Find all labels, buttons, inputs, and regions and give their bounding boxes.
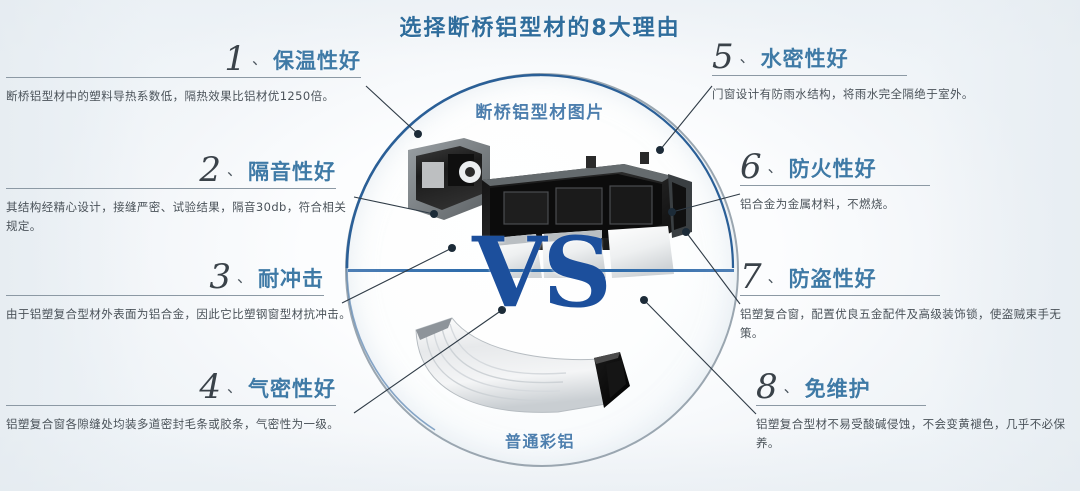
reason-heading-8: 8 、 免维护 <box>756 367 926 407</box>
reason-number-2: 2 <box>199 150 221 190</box>
reason-item-5: 5 、 水密性好 门窗设计有防雨水结构，将雨水完全隔绝于室外。 <box>712 37 1074 104</box>
reason-desc-4: 铝塑复合窗各隙缝处均装多道密封毛条或胶条，气密性为一级。 <box>6 417 340 431</box>
reason-desc-6: 铝合金为金属材料，不燃烧。 <box>740 197 895 211</box>
reason-desc-8: 铝塑复合型材不易受酸碱侵蚀，不会变黄褪色，几乎不必保养。 <box>756 417 1066 450</box>
reason-heading-7: 7 、 防盗性好 <box>740 257 940 297</box>
reason-desc-2: 其结构经精心设计，接缝严密、试验结果，隔音30db，符合相关规定。 <box>6 200 347 233</box>
reason-item-2: 2 、 隔音性好 其结构经精心设计，接缝严密、试验结果，隔音30db，符合相关规… <box>6 150 354 236</box>
reason-title-5: 水密性好 <box>760 47 849 71</box>
reason-number-4: 4 <box>199 367 221 407</box>
reason-heading-2: 2 、 隔音性好 <box>6 150 336 190</box>
reason-title-4: 气密性好 <box>248 377 336 401</box>
reason-item-7: 7 、 防盗性好 铝塑复合窗，配置优良五金配件及高级装饰锁，使盗贼束手无策。 <box>740 257 1074 343</box>
reason-separator-6: 、 <box>767 158 783 176</box>
page-title: 选择断桥铝型材的8大理由 <box>399 16 681 41</box>
reason-title-3: 耐冲击 <box>258 267 324 291</box>
reason-separator-4: 、 <box>226 378 242 396</box>
reason-number-7: 7 <box>740 257 762 297</box>
reason-desc-5: 门窗设计有防雨水结构，将雨水完全隔绝于室外。 <box>712 87 974 101</box>
reason-title-2: 隔音性好 <box>248 160 336 184</box>
reason-desc-1: 断桥铝型材中的塑料导热系数低，隔热效果比铝材优1250倍。 <box>6 89 335 103</box>
vs-label: VS <box>472 216 612 329</box>
reason-item-1: 1 、 保温性好 断桥铝型材中的塑料导热系数低，隔热效果比铝材优1250倍。 <box>6 39 366 106</box>
reason-item-8: 8 、 免维护 铝塑复合型材不易受酸碱侵蚀，不会变黄褪色，几乎不必保养。 <box>756 367 1076 453</box>
reason-separator-5: 、 <box>739 48 755 66</box>
reason-number-5: 5 <box>712 37 734 77</box>
reason-separator-7: 、 <box>767 268 783 286</box>
reason-separator-3: 、 <box>236 268 252 286</box>
reason-item-4: 4 、 气密性好 铝塑复合窗各隙缝处均装多道密封毛条或胶条，气密性为一级。 <box>6 367 354 434</box>
center-bottom-label: 普通彩铝 <box>504 432 575 451</box>
reason-number-3: 3 <box>209 257 231 297</box>
reason-separator-8: 、 <box>783 378 799 396</box>
reason-heading-5: 5 、 水密性好 <box>712 37 907 77</box>
reason-heading-6: 6 、 防火性好 <box>740 147 930 187</box>
reason-title-8: 免维护 <box>804 377 871 401</box>
reason-number-1: 1 <box>224 39 246 79</box>
reason-separator-2: 、 <box>226 161 242 179</box>
center-divider <box>348 269 734 272</box>
reason-heading-4: 4 、 气密性好 <box>6 367 336 407</box>
ordinary-aluminum-profile-image <box>415 317 630 413</box>
reason-separator-1: 、 <box>251 50 267 68</box>
reason-number-8: 8 <box>756 367 778 407</box>
reason-title-6: 防火性好 <box>788 157 877 181</box>
reason-title-1: 保温性好 <box>273 49 361 73</box>
reason-heading-1: 1 、 保温性好 <box>6 39 361 79</box>
reason-item-6: 6 、 防火性好 铝合金为金属材料，不燃烧。 <box>740 147 1074 214</box>
reason-title-7: 防盗性好 <box>788 267 877 291</box>
center-top-label: 断桥铝型材图片 <box>475 103 605 123</box>
reason-heading-3: 3 、 耐冲击 <box>6 257 324 297</box>
reason-item-3: 3 、 耐冲击 由于铝塑复合型材外表面为铝合金，因此它比塑钢窗型材抗冲击。 <box>6 257 354 324</box>
reason-desc-3: 由于铝塑复合型材外表面为铝合金，因此它比塑钢窗型材抗冲击。 <box>6 307 352 321</box>
reason-desc-7: 铝塑复合窗，配置优良五金配件及高级装饰锁，使盗贼束手无策。 <box>740 307 1062 340</box>
reason-number-6: 6 <box>740 147 762 187</box>
